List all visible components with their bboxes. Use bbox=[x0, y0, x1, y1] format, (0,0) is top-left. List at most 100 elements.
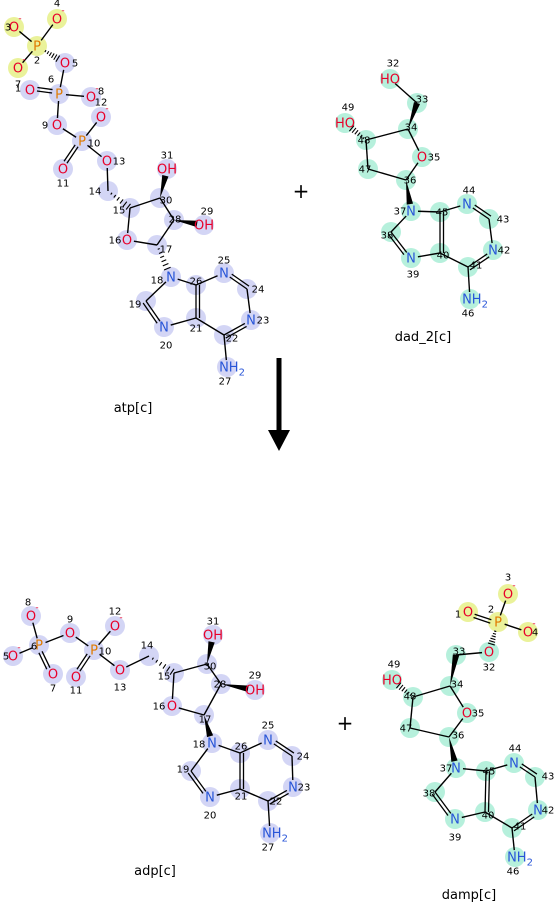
atom-symbol-atp-27: NH2 bbox=[219, 361, 245, 379]
atom-number-damp-32: 32 bbox=[483, 663, 496, 674]
bond-dad_2-41-42 bbox=[467, 253, 490, 271]
atom-symbol-atp-29: OH bbox=[194, 219, 214, 234]
atom-charge-atp-1: - bbox=[22, 55, 25, 65]
atom-symbol-atp-3: O bbox=[9, 21, 19, 36]
atom-number-adp-20: 20 bbox=[204, 811, 217, 822]
atom-number-dad_2-32: 32 bbox=[387, 59, 400, 70]
bond-adp-15-16 bbox=[171, 672, 175, 700]
bond-dad_2-45-37 bbox=[417, 210, 441, 213]
atom-symbol-atp-9: O bbox=[52, 119, 62, 134]
bond-adp-5-6 bbox=[19, 647, 33, 654]
bond-adp-16-17 bbox=[178, 707, 205, 716]
bond-damp-42-43 bbox=[534, 776, 539, 804]
bond-atp-21-22 bbox=[195, 317, 225, 336]
atom-number-adp-23: 23 bbox=[298, 783, 311, 794]
bond-atp-1-2 bbox=[22, 50, 33, 64]
highlight-damp-atom-1 bbox=[458, 602, 478, 622]
atom-number-damp-3: 3 bbox=[505, 573, 511, 584]
bond-atp-10-11 bbox=[63, 144, 79, 164]
bond-damp-43-44 bbox=[519, 763, 538, 778]
atom-symbol-adp-8: O bbox=[26, 610, 36, 625]
highlight-atp-atom-13 bbox=[97, 151, 117, 171]
atom-number-damp-43: 43 bbox=[542, 772, 555, 783]
atom-number-atp-14: 14 bbox=[89, 187, 102, 198]
atom-number-adp-31: 31 bbox=[207, 617, 220, 628]
atom-symbol-adp-6: P bbox=[35, 639, 43, 654]
bond-atp-2-4 bbox=[40, 24, 54, 41]
atom-number-damp-36: 36 bbox=[452, 731, 465, 742]
highlight-adp-atom-27 bbox=[260, 823, 280, 843]
atom-number-dad_2-36: 36 bbox=[404, 176, 417, 187]
atom-symbol-atp-20: N bbox=[159, 321, 169, 336]
highlight-atp-atom-31 bbox=[157, 159, 177, 179]
atom-symbol-damp-4: O bbox=[523, 626, 533, 641]
bond-adp-28-30 bbox=[206, 663, 222, 685]
atom-number-atp-11: 11 bbox=[57, 179, 70, 190]
atom-number-atp-25: 25 bbox=[218, 256, 231, 267]
bond-damp-1-2 bbox=[473, 613, 492, 624]
atom-charge-atp-3: - bbox=[18, 14, 21, 24]
atom-number-atp-7: 7 bbox=[15, 80, 21, 91]
bond-dad_2-36-47 bbox=[367, 168, 407, 181]
atom-symbol-damp-1: O bbox=[463, 606, 473, 621]
highlight-atp-atom-16 bbox=[117, 230, 137, 250]
atom-number-damp-34: 34 bbox=[451, 680, 464, 691]
atom-number-adp-6: 6 bbox=[31, 642, 37, 653]
atom-number-damp-37: 37 bbox=[440, 764, 453, 775]
atom-number-damp-41: 41 bbox=[514, 822, 527, 833]
atom-symbol-damp-35: O bbox=[462, 707, 472, 722]
atom-symbol-atp-23: N bbox=[246, 314, 256, 329]
bond-dad_2-39-40 bbox=[417, 252, 441, 258]
bond-damp-39-40 bbox=[461, 811, 486, 819]
atom-symbol-adp-5: O bbox=[8, 650, 18, 665]
atom-number-dad_2-34: 34 bbox=[405, 123, 418, 134]
bond-dad_2-35-36 bbox=[405, 162, 419, 181]
atom-symbol-adp-25: N bbox=[263, 734, 273, 749]
highlight-adp-atom-8 bbox=[21, 606, 41, 626]
bond-damp-44-45 bbox=[485, 764, 508, 772]
atom-number-atp-16: 16 bbox=[109, 236, 122, 247]
bond-dad_2-41-46 bbox=[467, 266, 471, 293]
atom-symbol-atp-7: O bbox=[25, 84, 35, 99]
highlight-adp-atom-18 bbox=[202, 733, 222, 753]
bond-damp-32-33 bbox=[455, 651, 483, 656]
atom-number-adp-29: 29 bbox=[249, 671, 262, 682]
atom-symbol-atp-4: O bbox=[52, 13, 62, 28]
atom-number-atp-24: 24 bbox=[252, 285, 265, 296]
atom-number-adp-15: 15 bbox=[158, 672, 171, 683]
bond-atp-2-5 bbox=[44, 49, 61, 62]
highlight-damp-atom-35 bbox=[457, 703, 477, 723]
bond-dad_2-43-44 bbox=[472, 204, 492, 220]
atom-number-dad_2-45: 45 bbox=[436, 208, 449, 219]
atom-number-dad_2-37: 37 bbox=[394, 207, 407, 218]
bond-atp-14-15 bbox=[110, 192, 131, 210]
atom-number-dad_2-33: 33 bbox=[416, 95, 429, 106]
bond-damp-2-32 bbox=[487, 630, 497, 646]
atom-number-dad_2-49: 49 bbox=[342, 103, 355, 114]
atom-symbol-damp-37: N bbox=[451, 762, 461, 777]
reaction-arrow bbox=[268, 358, 290, 451]
atom-symbol-damp-3: O bbox=[503, 588, 513, 603]
bond-adp-30-31 bbox=[207, 641, 215, 664]
atom-symbol-dad_2-42: N bbox=[488, 244, 498, 259]
highlight-atp-atom-4 bbox=[47, 9, 67, 29]
bond-dad_2-36-37 bbox=[406, 180, 414, 205]
atom-number-adp-28: 28 bbox=[214, 680, 227, 691]
bond-atp-6-8 bbox=[65, 93, 85, 98]
atom-number-atp-2: 2 bbox=[34, 56, 40, 67]
atom-symbol-damp-44: N bbox=[509, 757, 519, 772]
highlight-damp-atom-42 bbox=[528, 800, 548, 820]
highlight-atp-atom-6 bbox=[49, 84, 69, 104]
atom-number-atp-10: 10 bbox=[88, 139, 101, 150]
bond-damp-2-4 bbox=[504, 623, 522, 631]
bond-damp-37-38 bbox=[434, 772, 452, 793]
bond-adp-13-14 bbox=[125, 655, 150, 668]
bond-damp-48-49 bbox=[395, 682, 412, 697]
atom-symbol-dad_2-49: HO bbox=[335, 117, 355, 132]
highlight-adp-atom-6 bbox=[29, 635, 49, 655]
bond-adp-28-29 bbox=[221, 684, 249, 692]
highlight-damp-atom-46 bbox=[505, 847, 525, 867]
bond-adp-30-15 bbox=[173, 663, 208, 674]
atom-symbol-adp-11: O bbox=[71, 671, 81, 686]
atom-number-atp-5: 5 bbox=[72, 59, 78, 70]
